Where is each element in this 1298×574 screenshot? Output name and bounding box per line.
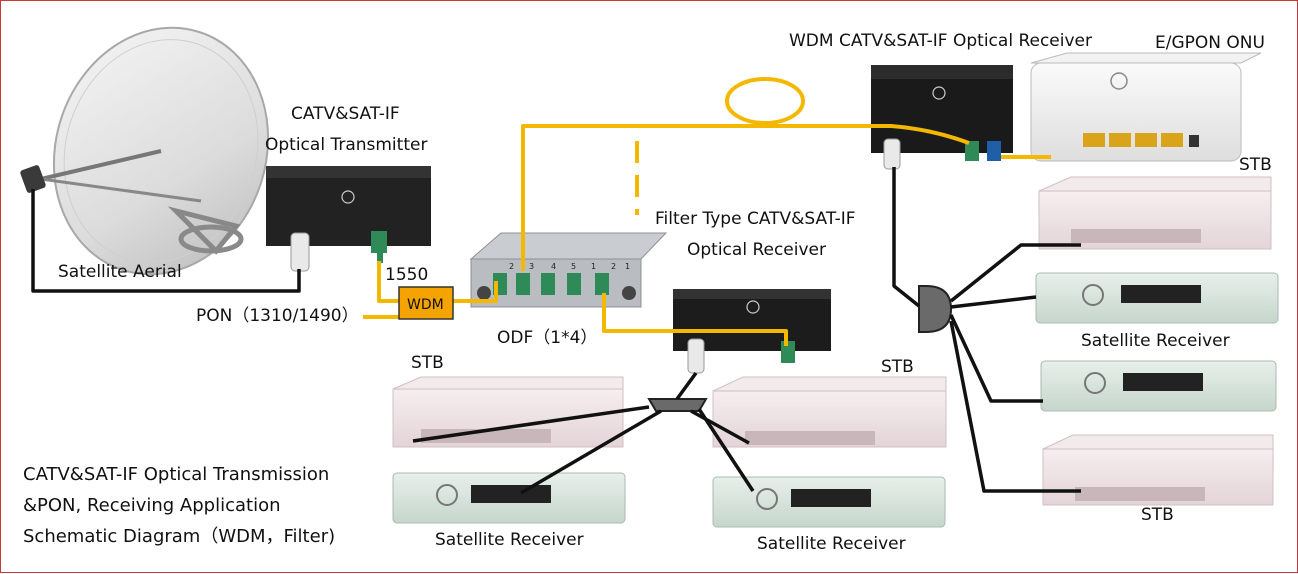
stb-device-center bbox=[712, 376, 947, 448]
satellite-receiver-device-left bbox=[392, 472, 626, 524]
optical-transmitter-device bbox=[266, 166, 431, 272]
satellite-dish-icon bbox=[20, 26, 270, 276]
odf-label: ODF（1*4） bbox=[497, 328, 598, 348]
wdm-box bbox=[398, 286, 454, 320]
satellite-receiver-device-center bbox=[712, 476, 946, 528]
satellite-aerial-label: Satellite Aerial bbox=[58, 262, 182, 282]
fiber-lines bbox=[363, 77, 1051, 346]
pon-label: PON（1310/1490） bbox=[196, 306, 359, 326]
satellite-receiver-device-right-2 bbox=[1040, 360, 1277, 412]
wdm-optical-receiver-device bbox=[871, 65, 1013, 170]
gpon-onu-device bbox=[1030, 52, 1262, 162]
stb-center-label: STB bbox=[881, 357, 914, 377]
satellite-receiver-left-label: Satellite Receiver bbox=[435, 530, 584, 550]
wdm-receiver-label: WDM CATV&SAT-IF Optical Receiver bbox=[789, 31, 1092, 51]
transmitter-label-line1: CATV&SAT-IF bbox=[291, 104, 400, 124]
center-coax-splitter-icon bbox=[647, 398, 708, 412]
coax-lines bbox=[31, 167, 1081, 495]
odf-port-number: 1 bbox=[625, 262, 630, 271]
odf-splitter-device bbox=[469, 232, 668, 308]
satellite-receiver-center-label: Satellite Receiver bbox=[757, 534, 906, 554]
satellite-receiver-device-right-1 bbox=[1035, 272, 1279, 324]
wavelength-1550-label: 1550 bbox=[385, 265, 429, 285]
filter-receiver-label-line1: Filter Type CATV&SAT-IF bbox=[655, 209, 856, 229]
filter-receiver-label-line2: Optical Receiver bbox=[687, 240, 826, 260]
gpon-onu-label: E/GPON ONU bbox=[1155, 33, 1265, 53]
transmitter-label-line2: Optical Transmitter bbox=[265, 135, 428, 155]
odf-port-number: 4 bbox=[551, 262, 556, 271]
odf-port-number: 2 bbox=[611, 262, 616, 271]
odf-port-number: 2 bbox=[509, 262, 514, 271]
odf-port-number: 5 bbox=[571, 262, 576, 271]
filter-optical-receiver-device bbox=[673, 289, 831, 374]
stb-right-top-label: STB bbox=[1239, 155, 1272, 175]
stb-device-right-top bbox=[1038, 176, 1272, 250]
stb-right-bottom-label: STB bbox=[1141, 505, 1174, 525]
odf-port-number: 3 bbox=[529, 262, 534, 271]
right-coax-splitter-icon bbox=[918, 285, 953, 333]
satellite-receiver-right-label: Satellite Receiver bbox=[1081, 331, 1230, 351]
diagram-title: CATV&SAT-IF Optical Transmission &PON, R… bbox=[23, 464, 336, 547]
stb-device-left bbox=[392, 376, 624, 448]
wdm-box-label: WDM bbox=[407, 297, 444, 313]
odf-port-number: 1 bbox=[591, 262, 596, 271]
stb-device-right-bottom bbox=[1042, 434, 1274, 506]
stb-left-label: STB bbox=[411, 353, 444, 373]
